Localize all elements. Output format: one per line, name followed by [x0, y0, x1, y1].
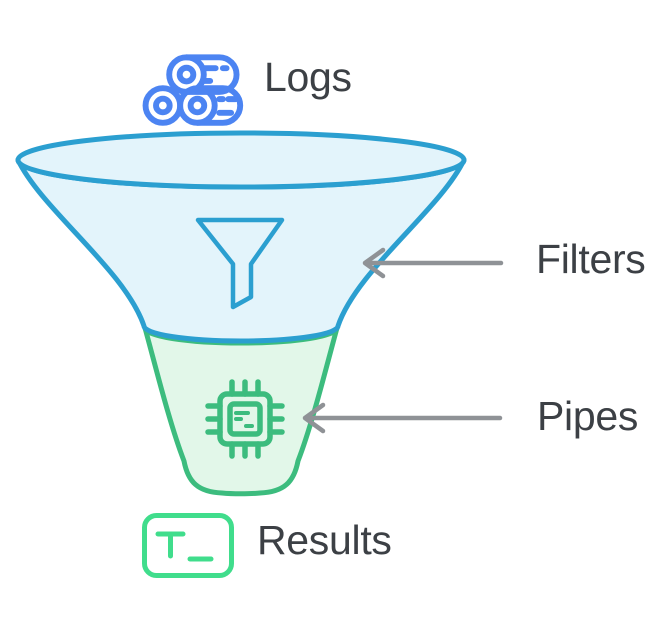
funnel-filter-icon	[195, 217, 285, 310]
logs-label: Logs	[264, 54, 352, 100]
terminal-text-icon	[142, 513, 234, 578]
funnel-bottom-section	[142, 325, 340, 497]
results-label: Results	[257, 517, 392, 563]
chip-icon	[205, 379, 285, 459]
filters-label: Filters	[536, 236, 646, 282]
pipes-arrow	[302, 402, 503, 434]
logs-icon	[142, 54, 244, 126]
filters-arrow	[362, 247, 504, 279]
funnel-rim-ellipse	[15, 130, 467, 190]
pipes-label: Pipes	[537, 393, 639, 439]
